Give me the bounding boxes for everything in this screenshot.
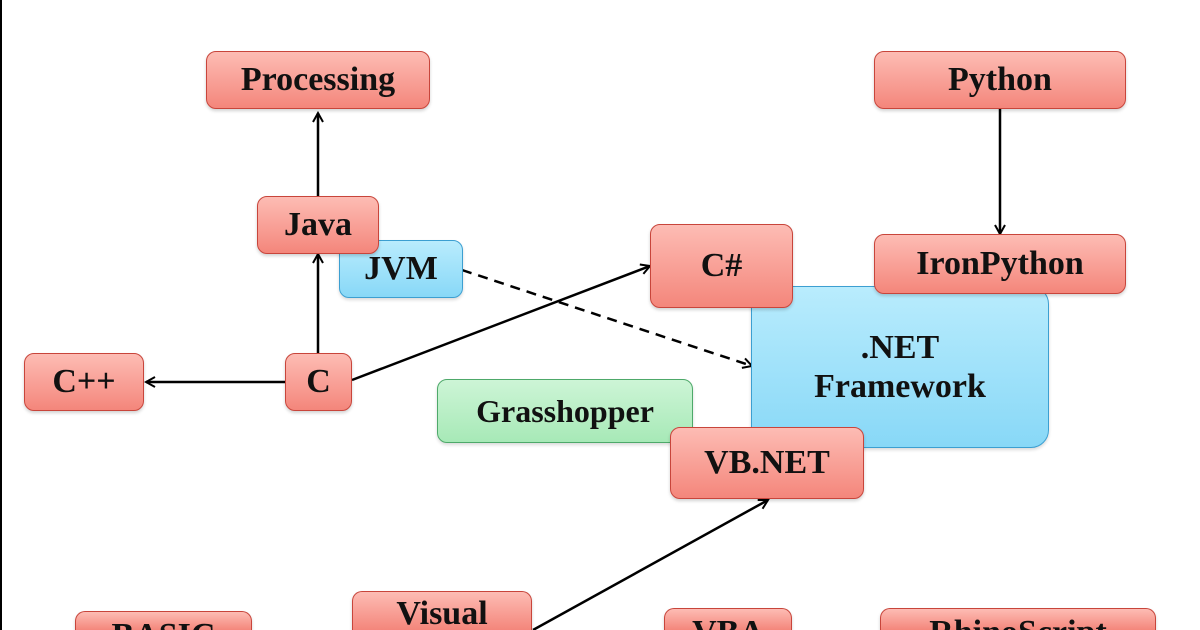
node-csharp: C# [650,224,793,308]
node-c-label: C [306,363,331,401]
edge-visual-to-vbnet [532,498,768,630]
node-csharp-label: C# [700,247,743,285]
node-vbnet-label: VB.NET [704,444,830,482]
node-basic-label: BASIC [112,616,216,630]
node-rhinoscript-label: RhinoScript [929,613,1107,630]
node-vbnet: VB.NET [670,427,864,499]
node-grasshopper: Grasshopper [437,379,693,443]
node-c: C [285,353,352,411]
node-cpp-label: C++ [52,363,116,401]
edge-c-to-csharp [351,266,650,382]
left-frame-border [0,0,2,630]
node-dotnet-framework: .NET Framework [751,286,1049,448]
node-cpp: C++ [24,353,144,411]
node-vba-label: VBA [692,613,764,630]
node-java: Java [257,196,379,254]
node-rhinoscript-partial: RhinoScript [880,608,1156,630]
node-jvm-label: JVM [364,250,438,288]
node-vba-partial: VBA [664,608,792,630]
node-visual-label: Visual [396,595,488,630]
node-java-label: Java [284,206,352,244]
node-ironpython-label: IronPython [916,245,1084,283]
node-ironpython: IronPython [874,234,1126,294]
node-processing: Processing [206,51,430,109]
node-python-label: Python [948,61,1052,99]
node-grasshopper-label: Grasshopper [476,392,654,429]
node-basic-partial: BASIC [75,611,252,630]
node-processing-label: Processing [240,61,396,99]
node-visual-partial: Visual [352,591,532,630]
node-python: Python [874,51,1126,109]
node-dotnet-label-line1: .NET [860,328,940,366]
node-dotnet-label-line2: Framework [814,368,986,405]
